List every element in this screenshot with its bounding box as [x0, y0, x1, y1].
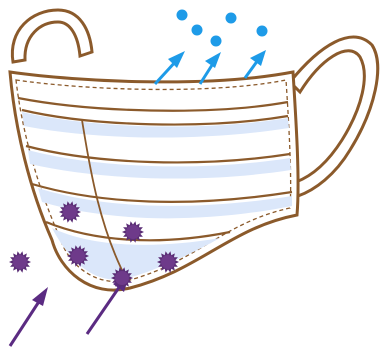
exhaled-droplets [177, 10, 268, 47]
droplet [211, 36, 222, 47]
droplet [226, 13, 237, 24]
outgoing-arrow-icon [155, 51, 185, 84]
left-ear-loop [12, 10, 92, 62]
virus-icon [9, 251, 31, 272]
incoming-arrow-icon [10, 287, 48, 346]
right-ear-loop [290, 37, 378, 196]
droplet [257, 26, 268, 37]
droplet [192, 25, 203, 36]
droplet [177, 10, 188, 21]
outgoing-arrow-icon [245, 50, 266, 78]
